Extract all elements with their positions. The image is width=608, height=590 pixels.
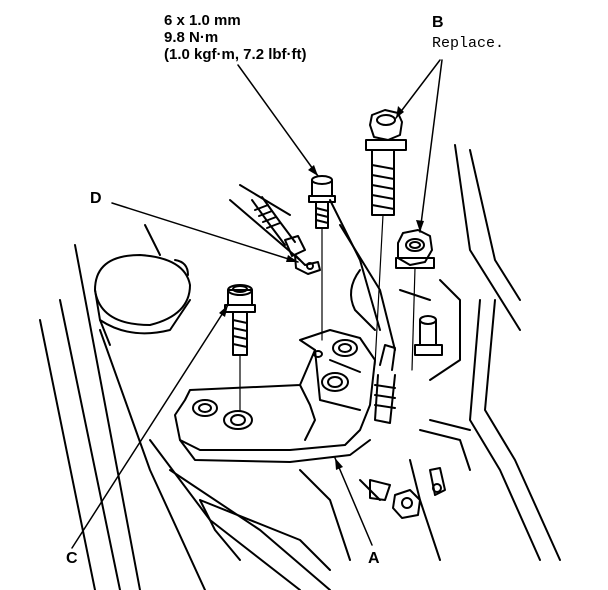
torque-spec: 6 x 1.0 mm 9.8 N·m (1.0 kgf·m, 7.2 lbf·f… [164,12,307,63]
callout-b: B [432,14,444,31]
torque-alt-units: (1.0 kgf·m, 7.2 lbf·ft) [164,46,307,63]
round-housing [94,254,191,346]
alignment-lines [239,214,416,411]
callout-b-note: Replace. [432,35,505,52]
bolt-c [224,284,256,356]
leader-arrowheads [219,106,424,470]
ground-cable [251,196,321,275]
callout-c: C [66,550,78,567]
engine-background-lines [39,144,561,590]
torque-value: 9.8 N·m [164,29,219,46]
right-stud [374,315,443,424]
thread-size: 6 x 1.0 mm [164,12,241,29]
bolt-b-upper [365,109,407,216]
nut-b [395,229,435,269]
callout-d: D [90,190,102,207]
leader-lines [71,59,443,549]
clamp-fastener [369,467,446,519]
bolt-d [308,175,336,229]
mount-bracket [174,329,376,463]
callout-a: A [368,550,380,567]
